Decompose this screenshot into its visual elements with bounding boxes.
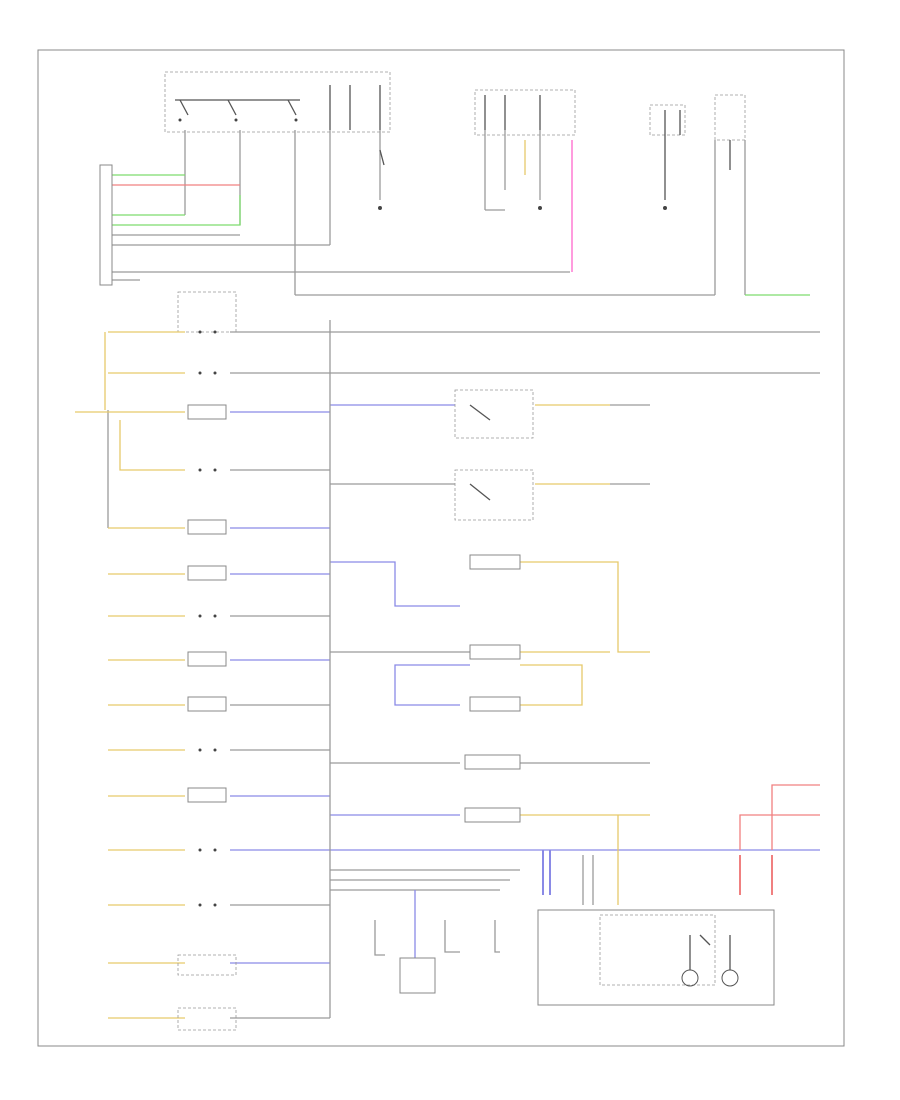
fuse-box-top bbox=[177, 291, 237, 333]
relay-block-right bbox=[649, 94, 810, 296]
left-components bbox=[177, 330, 237, 1031]
ignition-switch bbox=[164, 71, 391, 133]
connector-color-wires bbox=[99, 164, 570, 286]
bottom-center-modules bbox=[330, 869, 520, 994]
row-wires bbox=[75, 320, 820, 1019]
headlamp-control-unit bbox=[537, 784, 820, 1006]
left-trunk bbox=[104, 332, 185, 529]
diagram-border bbox=[37, 49, 845, 1047]
center-components bbox=[454, 389, 534, 823]
ignition-wires bbox=[110, 130, 715, 296]
relay-block-center bbox=[474, 89, 576, 272]
